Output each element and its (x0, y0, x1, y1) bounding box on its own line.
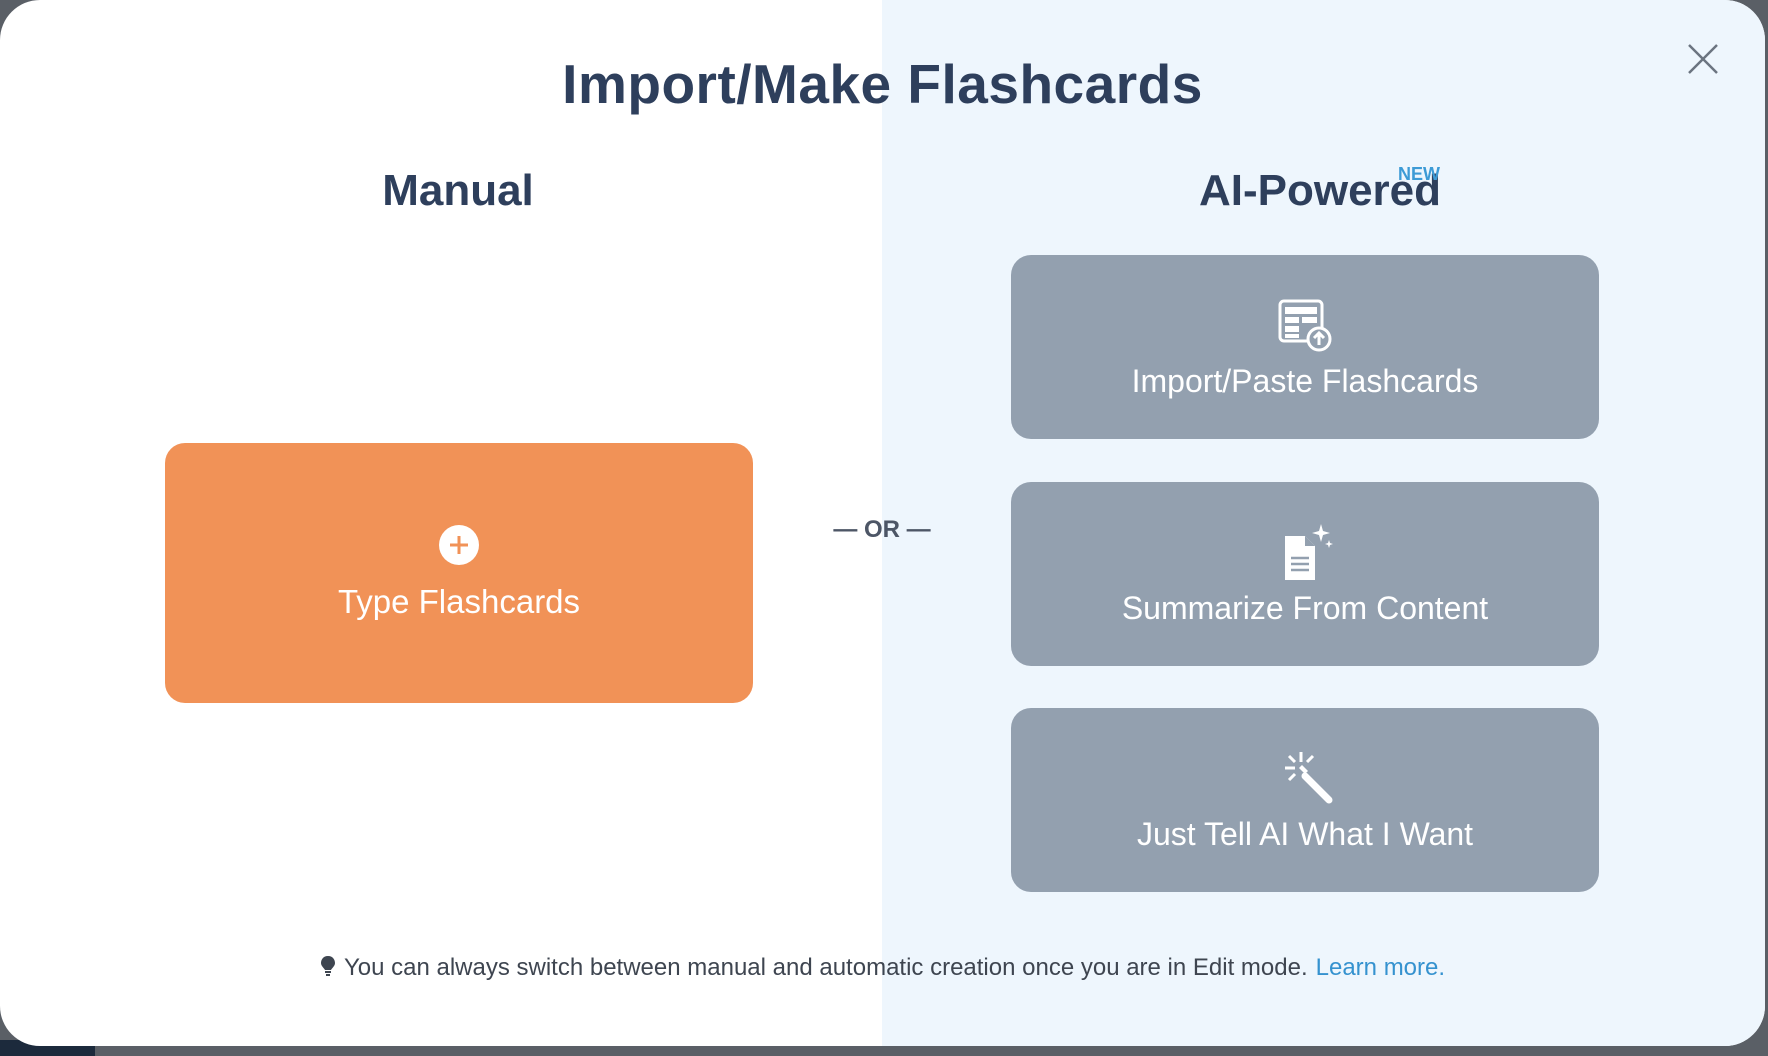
ai-powered-heading: AI-Powered (1010, 166, 1630, 216)
tip-text: You can always switch between manual and… (343, 954, 1308, 981)
close-icon (1688, 44, 1718, 74)
import-paste-flashcards-button[interactable]: Import/Paste Flashcards (1011, 255, 1599, 439)
ai-powered-label: AI-Powered (1198, 166, 1442, 215)
tell-ai-label: Just Tell AI What I Want (1136, 815, 1474, 852)
manual-heading: Manual (382, 166, 534, 215)
plus-circle-icon (439, 525, 479, 565)
summarize-label: Summarize From Content (1121, 589, 1489, 626)
close-button[interactable] (1686, 42, 1720, 76)
summarize-from-content-button[interactable]: Summarize From Content (1011, 482, 1599, 666)
type-flashcards-button[interactable]: Type Flashcards (165, 443, 753, 703)
lightbulb-icon (320, 956, 335, 976)
table-upload-icon (1278, 299, 1332, 351)
tip-bar: You can always switch between manual and… (0, 954, 1765, 982)
new-badge: NEW (1398, 164, 1440, 184)
import-paste-label: Import/Paste Flashcards (1131, 362, 1479, 399)
tell-ai-button[interactable]: Just Tell AI What I Want (1011, 708, 1599, 892)
or-divider: — OR — (833, 516, 931, 543)
learn-more-link[interactable]: Learn more. (1315, 954, 1446, 981)
document-sparkle-icon (1285, 523, 1333, 580)
magic-wand-icon (1285, 751, 1333, 803)
type-flashcards-label: Type Flashcards (337, 583, 581, 620)
modal-title: Import/Make Flashcards (562, 53, 1203, 115)
